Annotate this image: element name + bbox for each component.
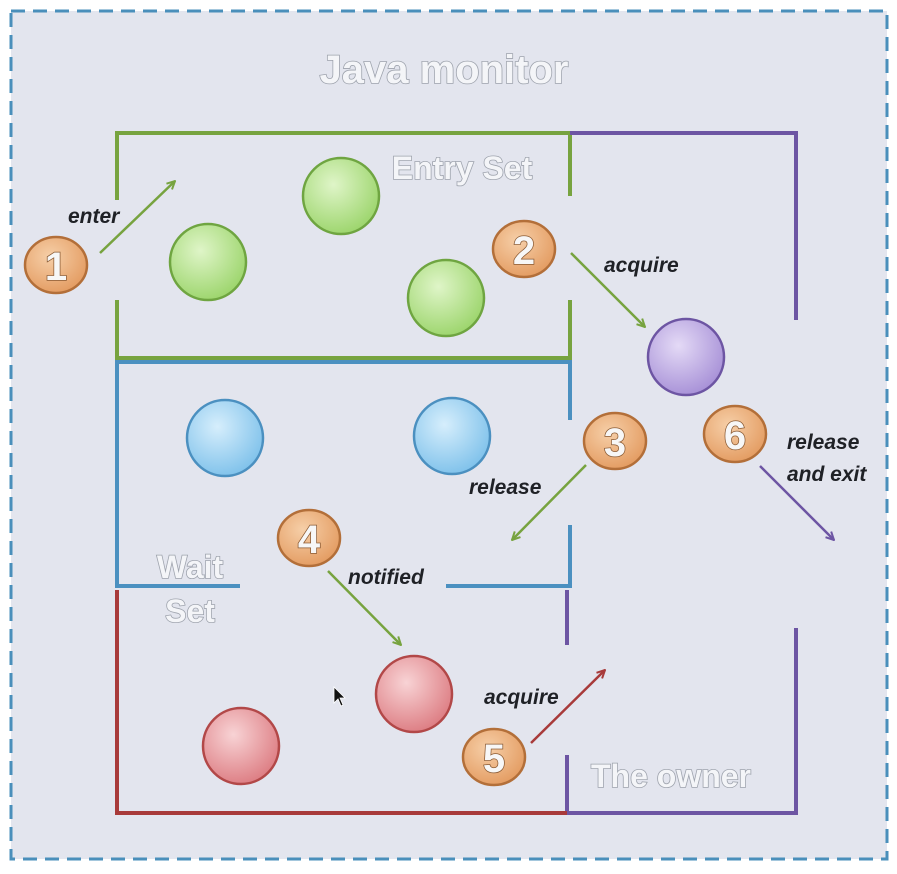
arrow-release bbox=[512, 464, 587, 540]
entry-set-label: Entry Set bbox=[392, 150, 533, 186]
step-6-badge: 6 bbox=[702, 404, 768, 464]
step-6-label-line1: release bbox=[787, 431, 860, 454]
entry-set-region bbox=[115, 131, 572, 360]
thread-blue bbox=[412, 396, 492, 476]
step-1-label: enter bbox=[68, 205, 121, 228]
step-3-badge: 3 bbox=[582, 411, 648, 471]
owner-label: The owner bbox=[591, 758, 751, 794]
step-2-label: acquire bbox=[604, 254, 679, 277]
arrow-acquire-wait bbox=[530, 670, 605, 744]
arrow-acquire-entry bbox=[570, 252, 645, 327]
lower-region bbox=[115, 590, 567, 815]
step-5-number: 5 bbox=[483, 737, 505, 781]
thread-blue bbox=[185, 398, 265, 478]
wait-set-label-line1: Wait bbox=[157, 549, 224, 585]
step-5-label: acquire bbox=[484, 686, 559, 709]
step-4-number: 4 bbox=[298, 518, 321, 562]
diagram-title: Java monitor bbox=[320, 48, 569, 92]
thread-green bbox=[301, 156, 381, 236]
owner-region bbox=[565, 131, 798, 815]
step-6-label-line2: and exit bbox=[787, 463, 867, 486]
thread-red bbox=[374, 654, 454, 734]
wait-set-region bbox=[115, 360, 572, 588]
step-4-label: notified bbox=[348, 566, 425, 589]
mouse-cursor-icon bbox=[333, 686, 346, 707]
arrow-release-exit bbox=[759, 465, 834, 540]
step-6-number: 6 bbox=[724, 414, 746, 458]
step-1-badge: 1 bbox=[23, 235, 89, 295]
step-1-number: 1 bbox=[45, 245, 67, 289]
arrow-notified bbox=[327, 570, 401, 645]
wait-set-label-line2: Set bbox=[165, 593, 215, 629]
thread-purple bbox=[646, 317, 726, 397]
thread-red bbox=[201, 706, 281, 786]
step-3-number: 3 bbox=[604, 421, 626, 465]
thread-green bbox=[168, 222, 248, 302]
step-5-badge: 5 bbox=[461, 727, 527, 787]
step-4-badge: 4 bbox=[276, 508, 342, 568]
step-3-label: release bbox=[469, 476, 542, 499]
arrow-enter bbox=[99, 181, 175, 254]
step-2-badge: 2 bbox=[491, 219, 557, 279]
step-2-number: 2 bbox=[513, 229, 535, 273]
thread-green bbox=[406, 258, 486, 338]
